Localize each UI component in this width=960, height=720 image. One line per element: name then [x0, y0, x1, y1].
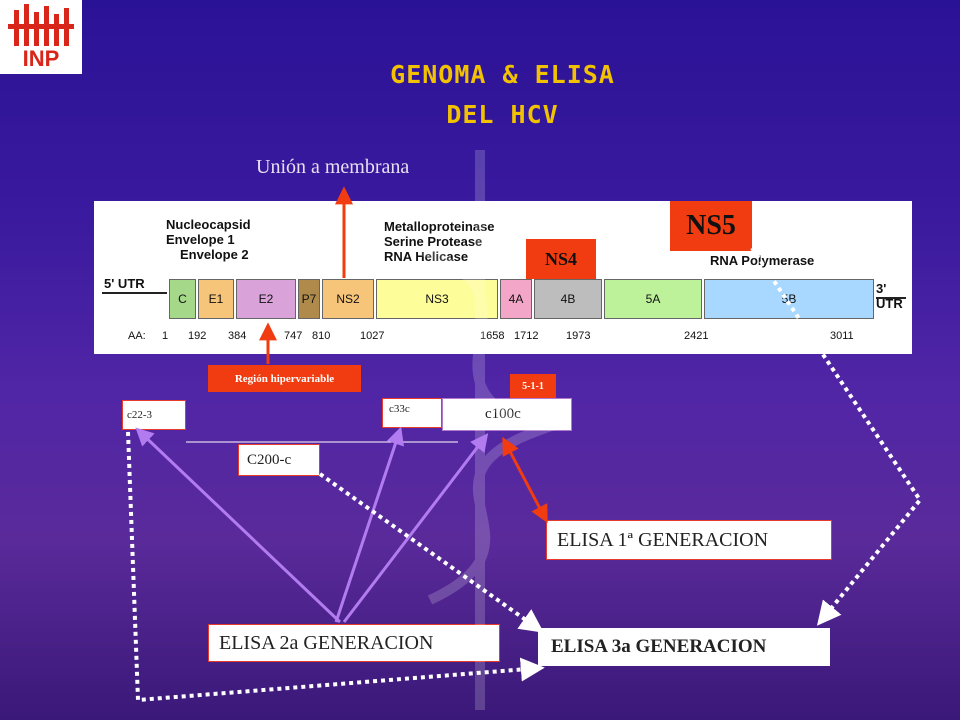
aa-position: 1658	[480, 330, 505, 342]
ns5-badge: NS5	[670, 201, 752, 251]
page-title-line2: DEL HCV	[446, 100, 559, 129]
segment-4b: 4B	[534, 279, 602, 319]
aa-label: AA:	[128, 330, 146, 342]
inp-logo: INP	[0, 0, 82, 74]
aa-position: 1027	[360, 330, 385, 342]
segment-ns2: NS2	[322, 279, 374, 319]
label-rna-helicase: RNA Helicase	[384, 249, 469, 264]
inp-logo-figures-icon	[8, 4, 74, 46]
utr3-label: 3' UTR	[876, 281, 903, 311]
genome-diagram: Nucleocapsid Envelope 1 Envelope 2 Metal…	[94, 201, 912, 354]
label-serine-protease: Serine Protease	[384, 234, 483, 249]
utr5-label: 5' UTR	[104, 276, 145, 291]
ns4-badge: NS4	[526, 239, 596, 279]
aa-position: 1973	[566, 330, 591, 342]
page-title-line1: GENOMA & ELISA	[390, 60, 615, 89]
aa-position: 810	[312, 330, 331, 342]
aa-position: 192	[188, 330, 207, 342]
segment-ns3: NS3	[376, 279, 498, 319]
segment-p7: P7	[298, 279, 320, 319]
genome-left-labels: Nucleocapsid Envelope 1 Envelope 2	[166, 217, 251, 262]
elisa1-arrow	[502, 436, 548, 524]
aa-position: 1	[162, 330, 169, 342]
label-envelope1: Envelope 1	[166, 232, 235, 247]
elisa2-to-c22-arrow	[135, 427, 342, 624]
segment-e1: E1	[198, 279, 234, 319]
antigen-5-1-1: 5-1-1	[510, 374, 556, 399]
label-nucleocapsid: Nucleocapsid	[166, 217, 251, 232]
segment-c: C	[169, 279, 196, 319]
caduceus-watermark-icon	[418, 150, 555, 710]
membrane-label: Unión a membrana	[256, 156, 410, 178]
logo-text: INP	[22, 46, 60, 71]
hypervariable-badge: Región hipervariable	[208, 365, 361, 392]
elisa-3rd-generation: ELISA 3a GENERACION	[538, 628, 830, 666]
antigen-c200c: C200-c	[238, 444, 320, 476]
segment-e2: E2	[236, 279, 296, 319]
utr5-line	[102, 292, 167, 294]
aa-position: 3011	[830, 330, 854, 342]
aa-position: 1712	[514, 330, 539, 342]
aa-position: 2421	[684, 330, 709, 342]
aa-position: 384	[228, 330, 247, 342]
antigen-c33c: c33c	[382, 398, 442, 428]
antigen-c22-3: c22-3	[122, 400, 186, 430]
c22-to-elisa3-arrow	[126, 431, 545, 703]
elisa-2nd-generation: ELISA 2a GENERACION	[208, 624, 500, 662]
ns5-to-elisa3-arrow	[750, 246, 923, 626]
aa-position: 747	[284, 330, 303, 342]
elisa-1st-generation: ELISA 1ª GENERACION	[546, 520, 832, 560]
segment-4a: 4A	[500, 279, 532, 319]
label-metalloproteinase: Metalloproteinase	[384, 219, 495, 234]
elisa2-to-c100-arrow	[342, 433, 489, 623]
segment-5a: 5A	[604, 279, 702, 319]
elisa2-to-c33-arrow	[334, 426, 404, 623]
genome-mid-labels: Metalloproteinase Serine Protease RNA He…	[384, 219, 495, 264]
c200-to-elisa3-arrow	[318, 472, 544, 633]
antigen-c100c: c100c	[442, 398, 572, 431]
utr3-line	[876, 297, 906, 299]
segment-5b: 5B	[704, 279, 874, 319]
label-envelope2: Envelope 2	[180, 247, 249, 262]
